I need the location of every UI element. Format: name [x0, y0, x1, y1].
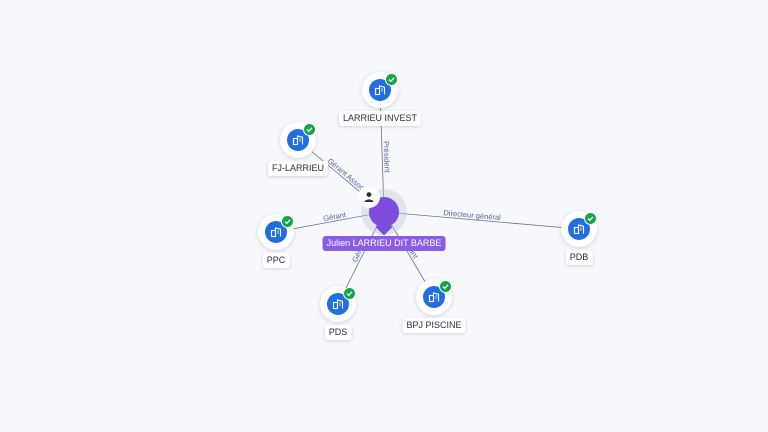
verified-check-icon: [281, 215, 294, 228]
company-name-label[interactable]: PPC: [262, 253, 290, 268]
verified-check-icon: [343, 287, 356, 300]
person-name-label[interactable]: Julien LARRIEU DIT BARBE: [322, 236, 446, 251]
verified-check-icon: [584, 212, 597, 225]
verified-check-icon: [303, 123, 316, 136]
building-icon[interactable]: [568, 218, 590, 240]
building-icon[interactable]: [287, 129, 309, 151]
verified-check-icon: [439, 280, 452, 293]
edge-label-larrieu-invest: Président: [382, 141, 392, 174]
company-name-label[interactable]: FJ-LARRIEU: [267, 161, 329, 176]
building-icon[interactable]: [327, 293, 349, 315]
edge-ppc: [275, 211, 385, 233]
company-name-label[interactable]: PDB: [565, 250, 593, 265]
company-name-label[interactable]: PDS: [324, 325, 352, 340]
company-name-label[interactable]: BPJ PISCINE: [402, 318, 466, 333]
company-name-label[interactable]: LARRIEU INVEST: [338, 111, 422, 126]
edge-pdb: [383, 211, 580, 230]
building-icon[interactable]: [423, 286, 445, 308]
verified-check-icon: [385, 73, 398, 86]
edge-larrieu-invest: [379, 89, 385, 213]
person-pin[interactable]: [358, 186, 399, 227]
edge-label-ppc: Gérant: [322, 210, 347, 223]
person-icon: [358, 186, 380, 208]
building-icon[interactable]: [265, 221, 287, 243]
building-icon[interactable]: [369, 79, 391, 101]
